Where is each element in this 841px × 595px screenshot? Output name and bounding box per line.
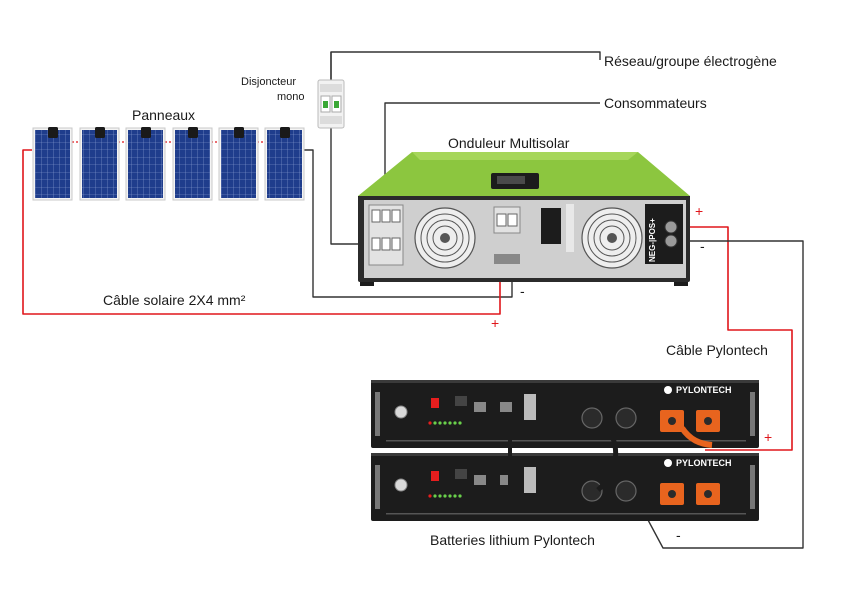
solar-panels (32, 127, 305, 201)
breaker-label-line1: Disjoncteur (241, 76, 297, 88)
solar-minus-sign: - (520, 283, 525, 299)
battery-brand-text: PYLONTECH (676, 458, 732, 468)
consumers-label: Consommateurs (604, 95, 707, 111)
solar-cable-label: Câble solaire 2X4 mm² (103, 292, 246, 308)
solar-plus-sign: + (491, 315, 500, 331)
battery-positive-wire (676, 226, 793, 451)
inverter-label: Onduleur Multisolar (448, 135, 570, 151)
solar-panel (125, 127, 166, 201)
solar-panel (264, 127, 305, 201)
solar-panel (32, 127, 73, 201)
inverter-plus-sign: + (695, 203, 704, 219)
solar-panel (218, 127, 259, 201)
battery-links (508, 415, 713, 492)
battery-plus-sign: + (764, 429, 773, 445)
panels-label: Panneaux (132, 107, 196, 123)
inverter (358, 152, 690, 286)
solar-panel (172, 127, 213, 201)
inverter-terminal-text: NEG-|POS+ (648, 218, 657, 262)
battery-negative-wire (639, 240, 804, 549)
battery-module: PYLONTECH (371, 453, 759, 521)
grid-label: Réseau/groupe électrogène (604, 53, 777, 69)
solar-negative-wire (304, 149, 513, 298)
battery-minus-sign: - (676, 527, 681, 543)
battery-module: PYLONTECH (371, 380, 759, 448)
solar-positive-wire (22, 149, 501, 315)
pylontech-cable-label: Câble Pylontech (666, 342, 768, 358)
batteries-label: Batteries lithium Pylontech (430, 532, 595, 548)
breaker-icon (317, 79, 345, 129)
wires (22, 51, 804, 549)
batteries: PYLONTECH PYLONTECH (371, 380, 759, 521)
battery-brand-text: PYLONTECH (676, 385, 732, 395)
grid-wire (330, 51, 601, 80)
breaker-label-line2: mono (277, 91, 305, 103)
inverter-minus-sign: - (700, 238, 705, 254)
solar-panel (79, 127, 120, 201)
consumers-wire (384, 102, 600, 208)
